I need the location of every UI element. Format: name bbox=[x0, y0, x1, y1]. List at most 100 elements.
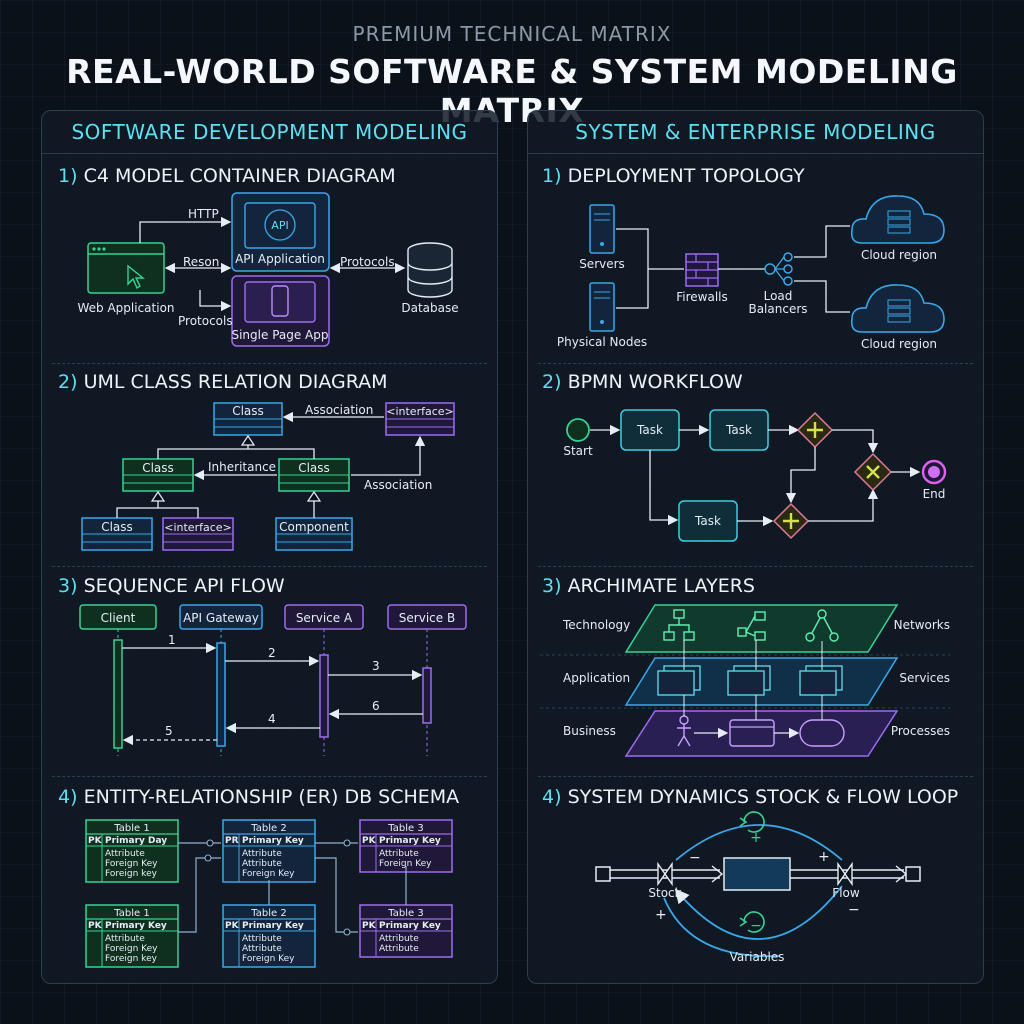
reson-label: Reson bbox=[183, 255, 219, 269]
system-modeling-heading: SYSTEM & ENTERPRISE MODELING bbox=[528, 111, 983, 154]
phone-icon bbox=[271, 285, 289, 317]
er-key: Primary Key bbox=[105, 921, 167, 931]
stock-label: Stock bbox=[648, 886, 681, 900]
er-attribute: Attribute bbox=[379, 934, 419, 944]
svg-text:End: End bbox=[923, 487, 946, 501]
divider bbox=[538, 776, 973, 778]
cursor-icon bbox=[127, 264, 145, 290]
svg-text:Start: Start bbox=[563, 444, 593, 458]
physical-node-icon bbox=[589, 282, 615, 332]
er-pk: PK bbox=[362, 836, 377, 846]
er-pk: PK bbox=[362, 921, 377, 931]
uml-diagram: Class <interface> Association Class Clas… bbox=[81, 402, 455, 551]
deployment-section-title: 1) DEPLOYMENT TOPOLOGY bbox=[542, 165, 805, 187]
er-key: Primary Key bbox=[242, 921, 304, 931]
api-application-label: API Application bbox=[235, 252, 325, 266]
http-label: HTTP bbox=[188, 207, 219, 221]
actor-service-a: Service A bbox=[284, 604, 364, 630]
er-attribute: Attribute bbox=[242, 934, 282, 944]
network-icon bbox=[663, 609, 839, 642]
divider bbox=[52, 363, 487, 365]
spa-node: Single Page App bbox=[231, 275, 330, 347]
c4-section-title: 1) C4 MODEL CONTAINER DIAGRAM bbox=[58, 165, 396, 187]
svg-text:Task: Task bbox=[725, 423, 752, 437]
c4-diagram: Web Application API API Application Sing… bbox=[77, 192, 459, 347]
api-badge: API bbox=[271, 219, 288, 232]
svg-text:−: − bbox=[848, 902, 860, 918]
svg-text:+: + bbox=[818, 849, 830, 865]
server-icon bbox=[589, 204, 615, 254]
cloud-icon bbox=[850, 284, 945, 333]
bpmn-section-title: 2) BPMN WORKFLOW bbox=[542, 371, 743, 393]
application-components bbox=[657, 665, 843, 696]
stock-box bbox=[723, 857, 791, 891]
uml-class-left: Class bbox=[122, 458, 194, 492]
bpmn-diagram: Start Task Task Task End bbox=[563, 409, 947, 542]
physical-nodes-label: Physical Nodes bbox=[557, 335, 647, 349]
svg-text:2: 2 bbox=[268, 646, 276, 660]
svg-text:3: 3 bbox=[372, 659, 380, 673]
er-section-title: 4) ENTITY-RELATIONSHIP (ER) DB SCHEMA bbox=[58, 786, 460, 808]
svg-text:<interface>: <interface> bbox=[386, 405, 454, 418]
uml-class-top: Class bbox=[213, 402, 283, 436]
svg-text:Business: Business bbox=[563, 724, 616, 738]
svg-text:−: − bbox=[750, 918, 762, 934]
system-modeling-panel: SYSTEM & ENTERPRISE MODELING 1) DEPLOYME… bbox=[527, 110, 984, 984]
svg-text:−: − bbox=[689, 850, 701, 866]
er-key: Primary Key bbox=[379, 836, 441, 846]
firewalls-label: Firewalls bbox=[676, 290, 728, 304]
svg-text:Processes: Processes bbox=[891, 724, 950, 738]
balancers-label: Balancers bbox=[748, 302, 807, 316]
er-attribute: Attribute bbox=[105, 934, 145, 944]
gear-icon bbox=[264, 209, 296, 241]
actor-client: Client bbox=[79, 604, 157, 630]
uml-class-right: Class bbox=[278, 458, 350, 492]
svg-text:6: 6 bbox=[372, 699, 380, 713]
svg-text:+: + bbox=[750, 830, 762, 846]
load-label: Load bbox=[764, 289, 793, 303]
er-relation bbox=[178, 857, 221, 933]
service-box bbox=[799, 719, 845, 747]
balancing-loop-icon: − bbox=[739, 911, 765, 934]
svg-text:Service B: Service B bbox=[399, 611, 455, 625]
svg-text:Class: Class bbox=[298, 461, 330, 475]
svg-text:Class: Class bbox=[232, 404, 264, 418]
protocols-right-label: Protocols bbox=[340, 255, 395, 269]
svg-text:Task: Task bbox=[636, 423, 663, 437]
svg-text:Technology: Technology bbox=[562, 618, 630, 632]
svg-text:Networks: Networks bbox=[894, 618, 950, 632]
valve-icon bbox=[837, 861, 853, 887]
uml-component: Component bbox=[275, 517, 353, 551]
er-attribute: Attribute bbox=[379, 944, 419, 954]
svg-text:+: + bbox=[655, 907, 667, 923]
sd-section-title: 4) SYSTEM DYNAMICS STOCK & FLOW LOOP bbox=[542, 786, 959, 808]
svg-text:Class: Class bbox=[101, 520, 133, 534]
archimate-section-title: 3) ARCHIMATE LAYERS bbox=[542, 575, 755, 597]
er-attribute: Attribute bbox=[242, 849, 282, 859]
load-balancer-icon bbox=[764, 252, 793, 286]
er-table-name: Table 1 bbox=[113, 908, 149, 919]
er-optional-marker bbox=[343, 839, 351, 847]
svg-text:5: 5 bbox=[165, 724, 173, 738]
er-attribute: Foreign key bbox=[105, 954, 158, 964]
uml-section-title: 2) UML CLASS RELATION DIAGRAM bbox=[58, 371, 388, 393]
er-table-name: Table 2 bbox=[250, 908, 286, 919]
er-attribute: Foreign Key bbox=[242, 954, 295, 964]
er-attribute: Foreign key bbox=[105, 869, 158, 879]
api-application-node: API API Application bbox=[231, 192, 330, 272]
divider bbox=[538, 363, 973, 365]
firewall-icon bbox=[685, 253, 719, 287]
svg-text:Client: Client bbox=[101, 611, 136, 625]
svg-text:API Gateway: API Gateway bbox=[183, 611, 259, 625]
er-table-name: Table 2 bbox=[250, 823, 286, 834]
spa-label: Single Page App bbox=[231, 328, 328, 342]
divider bbox=[538, 566, 973, 568]
er-attribute: Attribute bbox=[242, 944, 282, 954]
database-node: Database bbox=[401, 242, 459, 315]
